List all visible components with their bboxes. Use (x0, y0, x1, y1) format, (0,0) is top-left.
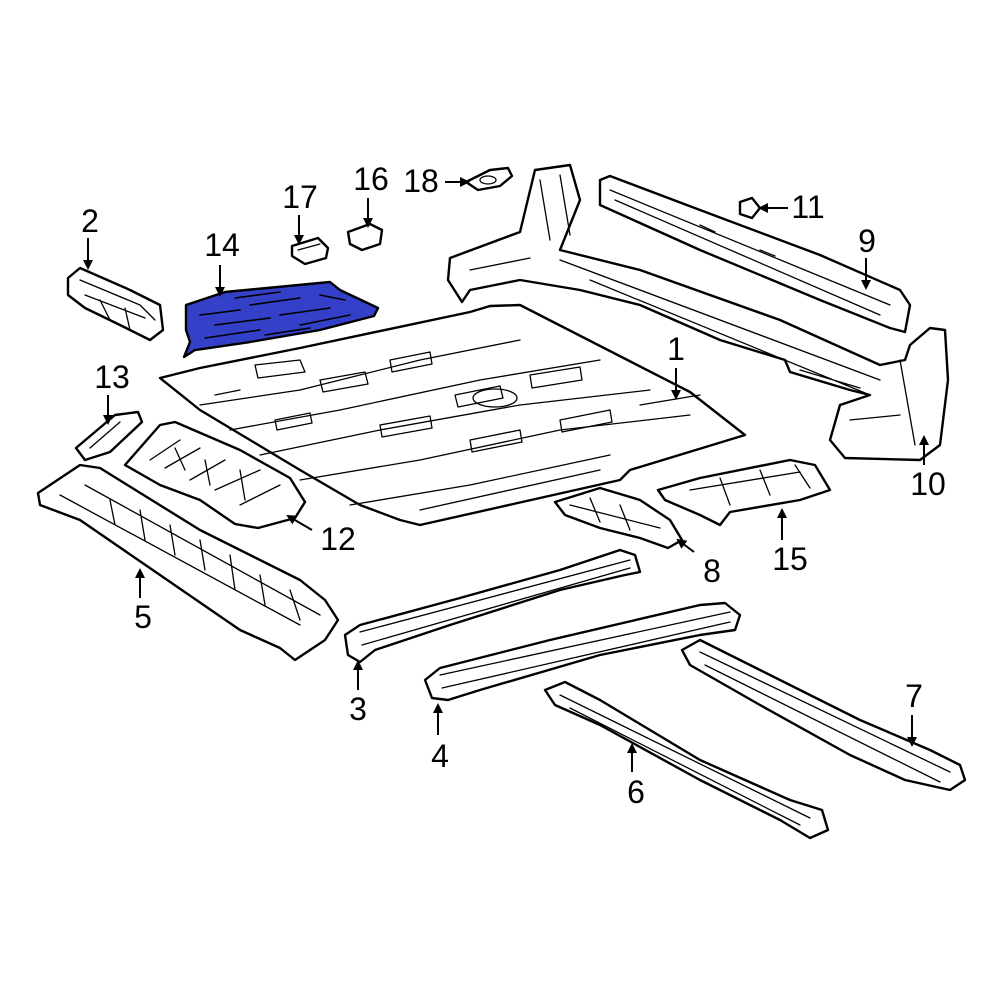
callout-17[interactable]: 17 (282, 179, 318, 215)
callout-1[interactable]: 1 (667, 331, 685, 367)
callout-arrows (83, 177, 929, 772)
part-8-bracket[interactable] (553, 486, 684, 550)
part-15-panel[interactable] (656, 458, 832, 527)
callout-arrow-8 (676, 538, 695, 553)
part-12-panel[interactable] (123, 420, 307, 530)
part-17-clip[interactable] (290, 236, 330, 266)
part-10-crossmember[interactable] (446, 163, 950, 462)
part-4-rail[interactable] (423, 601, 742, 702)
callout-7[interactable]: 7 (905, 678, 923, 714)
part-6-rail[interactable] (543, 680, 830, 840)
callout-4[interactable]: 4 (431, 738, 449, 774)
part-5-floor-member[interactable] (36, 463, 340, 662)
callout-5[interactable]: 5 (134, 599, 152, 635)
callout-10[interactable]: 10 (910, 466, 946, 502)
callout-2[interactable]: 2 (81, 203, 99, 239)
part-9-rail[interactable] (598, 174, 912, 334)
callout-13[interactable]: 13 (94, 359, 130, 395)
callout-16[interactable]: 16 (353, 161, 389, 197)
part-7-rail[interactable] (680, 638, 967, 792)
callout-18[interactable]: 18 (403, 163, 439, 199)
part-18-plate[interactable] (464, 166, 514, 192)
callout-14[interactable]: 14 (204, 227, 240, 263)
callout-11[interactable]: 11 (791, 189, 824, 225)
part-2-bracket[interactable] (66, 266, 165, 342)
part-16-plug[interactable] (346, 222, 384, 252)
callout-arrow-12 (286, 514, 313, 531)
callout-12[interactable]: 12 (320, 521, 356, 557)
part-14-floor-panel[interactable] (182, 280, 380, 359)
callout-9[interactable]: 9 (858, 223, 876, 259)
part-11-clip[interactable] (738, 196, 762, 220)
callout-labels: 1 2 3 4 5 6 7 8 9 10 11 12 13 14 15 16 1… (81, 161, 946, 810)
callout-3[interactable]: 3 (349, 691, 367, 727)
callout-8[interactable]: 8 (703, 553, 721, 589)
part-13-bracket[interactable] (74, 410, 144, 462)
callout-15[interactable]: 15 (772, 541, 808, 577)
callout-6[interactable]: 6 (627, 774, 645, 810)
part-1-floor-pan[interactable] (158, 303, 747, 527)
